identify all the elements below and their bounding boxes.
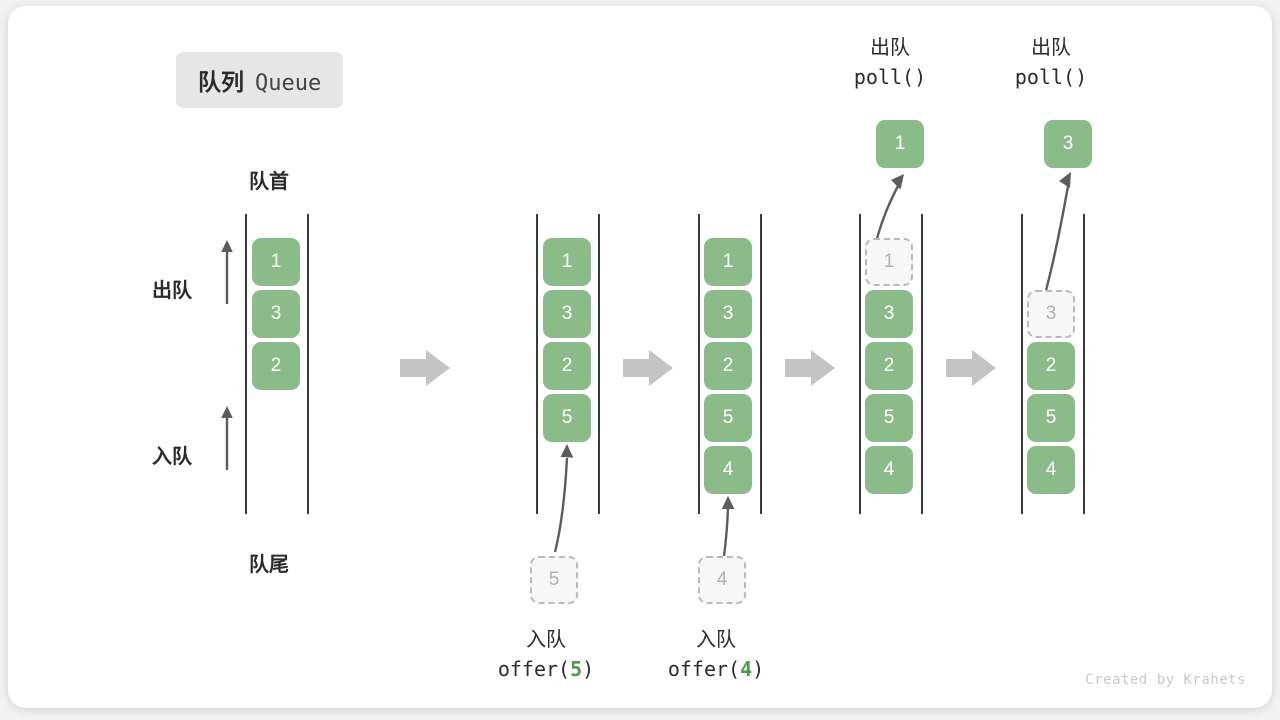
step-arrow-2: [623, 350, 673, 386]
operation-label-code: poll(): [971, 63, 1131, 92]
queue-cell: 2: [704, 342, 752, 390]
code-suffix: ): [582, 657, 595, 681]
operation-label-poll-3: 出队 poll(): [971, 34, 1131, 92]
label-queue-head: 队首: [249, 171, 289, 193]
enqueue-arrow-icon: [721, 496, 735, 557]
queue-cell: 4: [865, 446, 913, 494]
polled-value-cell: 1: [876, 120, 924, 168]
queue-cell: 1: [543, 238, 591, 286]
queue-cell: 2: [1027, 342, 1075, 390]
label-queue-tail: 队尾: [249, 554, 289, 576]
code-prefix: poll(: [1014, 65, 1076, 89]
code-suffix: ): [1075, 65, 1088, 89]
queue-cell: 5: [865, 394, 913, 442]
enqueue-up-arrow-icon: [221, 406, 233, 470]
queue-cell: 2: [252, 342, 300, 390]
label-enqueue-side: 入队: [152, 446, 192, 468]
queue-cell: 3: [865, 290, 913, 338]
diagram-title-badge: 队列 Queue: [176, 52, 344, 108]
queue-rail-right: [598, 214, 600, 514]
queue-cell: 3: [252, 290, 300, 338]
operation-label-cn: 入队: [526, 629, 566, 651]
code-argument: 4: [740, 657, 753, 681]
queue-cell: 2: [865, 342, 913, 390]
code-argument: 5: [570, 657, 583, 681]
queue-cell: 1: [252, 238, 300, 286]
queue-cell-new: 5: [543, 394, 591, 442]
queue-cell: 3: [543, 290, 591, 338]
code-prefix: offer(: [667, 657, 741, 681]
queue-cell: 3: [704, 290, 752, 338]
step-arrow-4: [946, 350, 996, 386]
queue-rail-left: [245, 214, 247, 514]
operation-label-code: offer(5): [446, 655, 646, 684]
queue-cell-new: 4: [704, 446, 752, 494]
watermark-credit: Created by Krahets: [1085, 672, 1246, 688]
enqueue-arrow-icon: [553, 444, 574, 553]
operation-label-cn: 出队: [870, 37, 910, 59]
queue-rail-left: [1021, 214, 1023, 514]
operation-label-poll-1: 出队 poll(): [810, 34, 970, 92]
queue-cell: 5: [704, 394, 752, 442]
code-suffix: ): [914, 65, 927, 89]
code-prefix: offer(: [497, 657, 571, 681]
step-arrow-1: [400, 350, 450, 386]
title-cn: 队列: [198, 69, 244, 95]
queue-cell: 5: [1027, 394, 1075, 442]
dequeue-arrow-icon: [873, 174, 904, 247]
code-prefix: poll(: [853, 65, 915, 89]
operation-label-code: poll(): [810, 63, 970, 92]
dequeue-arrow-icon: [1042, 172, 1071, 299]
ghost-input-cell: 4: [698, 556, 746, 604]
operation-label-cn: 出队: [1031, 37, 1071, 59]
step-arrow-3: [785, 350, 835, 386]
queue-rail-right: [760, 214, 762, 514]
title-en: Queue: [255, 71, 322, 96]
queue-cell-removed: 3: [1027, 290, 1075, 338]
polled-value-cell: 3: [1044, 120, 1092, 168]
queue-cell: 1: [704, 238, 752, 286]
queue-rail-right: [1083, 214, 1085, 514]
operation-label-offer-4: 入队 offer(4): [616, 626, 816, 684]
queue-cell: 4: [1027, 446, 1075, 494]
operation-label-cn: 入队: [696, 629, 736, 651]
queue-rail-left: [536, 214, 538, 514]
operation-label-code: offer(4): [616, 655, 816, 684]
queue-rail-left: [859, 214, 861, 514]
code-suffix: ): [752, 657, 765, 681]
queue-rail-right: [921, 214, 923, 514]
queue-cell: 2: [543, 342, 591, 390]
queue-cell-removed: 1: [865, 238, 913, 286]
operation-label-offer-5: 入队 offer(5): [446, 626, 646, 684]
ghost-input-cell: 5: [530, 556, 578, 604]
label-dequeue-side: 出队: [152, 280, 192, 302]
diagram-card: 队列 Queue 队首 队尾 出队 入队 1 3 2 1 3 2 5: [8, 6, 1272, 708]
dequeue-up-arrow-icon: [221, 240, 233, 304]
queue-rail-right: [307, 214, 309, 514]
queue-rail-left: [698, 214, 700, 514]
